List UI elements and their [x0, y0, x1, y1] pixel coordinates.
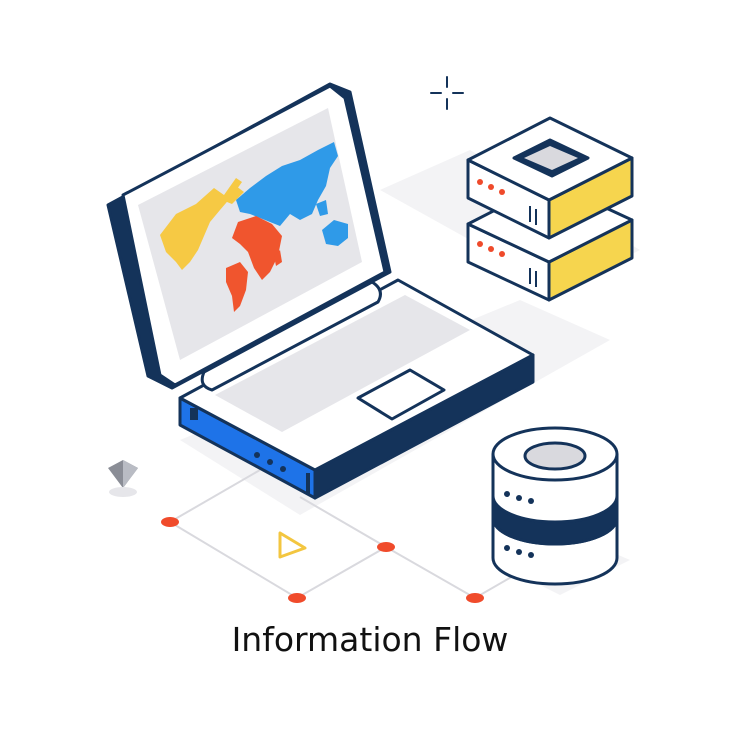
flow-node [161, 517, 179, 527]
map-australia [322, 220, 348, 246]
map-south-america [226, 262, 248, 312]
map-eurasia [236, 142, 338, 226]
caption-title: Information Flow [231, 620, 509, 659]
database-dots [504, 491, 534, 558]
sparkle-icon [430, 76, 464, 110]
database-icon [491, 426, 619, 586]
server-rack-icon [466, 116, 634, 302]
laptop-port [190, 408, 198, 420]
location-pin-icon [108, 460, 138, 497]
flow-node [377, 542, 395, 552]
server-leds [477, 179, 505, 257]
laptop-hinge [200, 280, 382, 392]
flow-node [288, 593, 306, 603]
play-triangle-icon [278, 531, 307, 559]
flow-nodes [161, 517, 484, 603]
laptop-keyboard-area [215, 295, 470, 432]
laptop-touchpad [356, 368, 446, 421]
map-north-america [160, 178, 242, 270]
flow-node [466, 593, 484, 603]
map-africa [232, 216, 282, 280]
laptop-icon [106, 82, 535, 500]
world-map-icon [160, 142, 348, 312]
